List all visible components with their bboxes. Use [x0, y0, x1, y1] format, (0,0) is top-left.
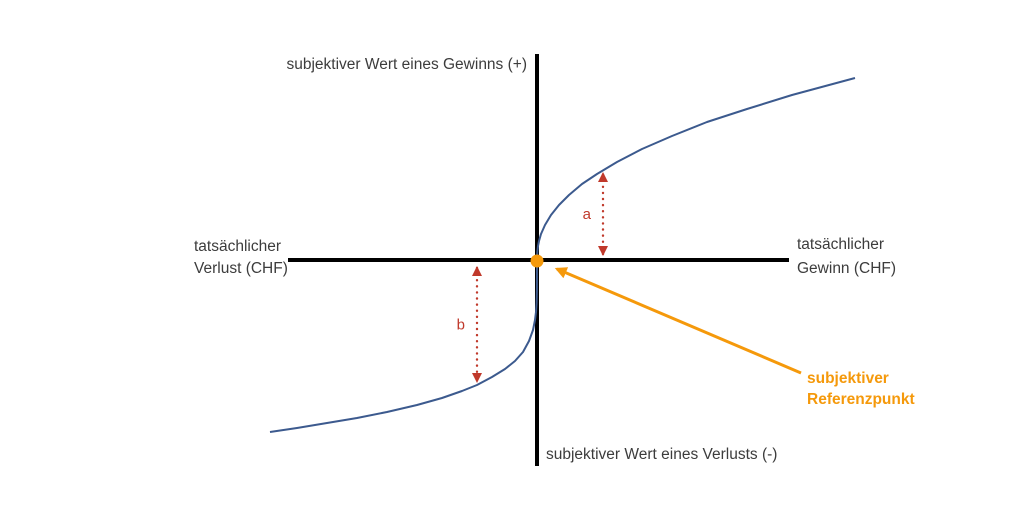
y-axis-negative-label: subjektiver Wert eines Verlusts (-) [546, 446, 777, 463]
x-axis-negative-label-line2: Verlust (CHF) [194, 260, 288, 277]
reference-point-dot [530, 254, 544, 268]
reference-point-label-line2: Referenzpunkt [807, 391, 915, 408]
annotation-b-label: b [457, 317, 465, 334]
x-axis-positive-label-line2: Gewinn (CHF) [797, 260, 896, 277]
y-axis-positive-label: subjektiver Wert eines Gewinns (+) [287, 56, 528, 73]
x-axis-negative-label-line1: tatsächlicher [194, 238, 281, 255]
reference-point-label-line1: subjektiver [807, 370, 889, 387]
reference-pointer-arrow [554, 267, 802, 375]
value-curve [269, 77, 856, 433]
x-axis-positive-label-line1: tatsächlicher [797, 236, 884, 253]
annotation-a-label: a [583, 206, 592, 223]
